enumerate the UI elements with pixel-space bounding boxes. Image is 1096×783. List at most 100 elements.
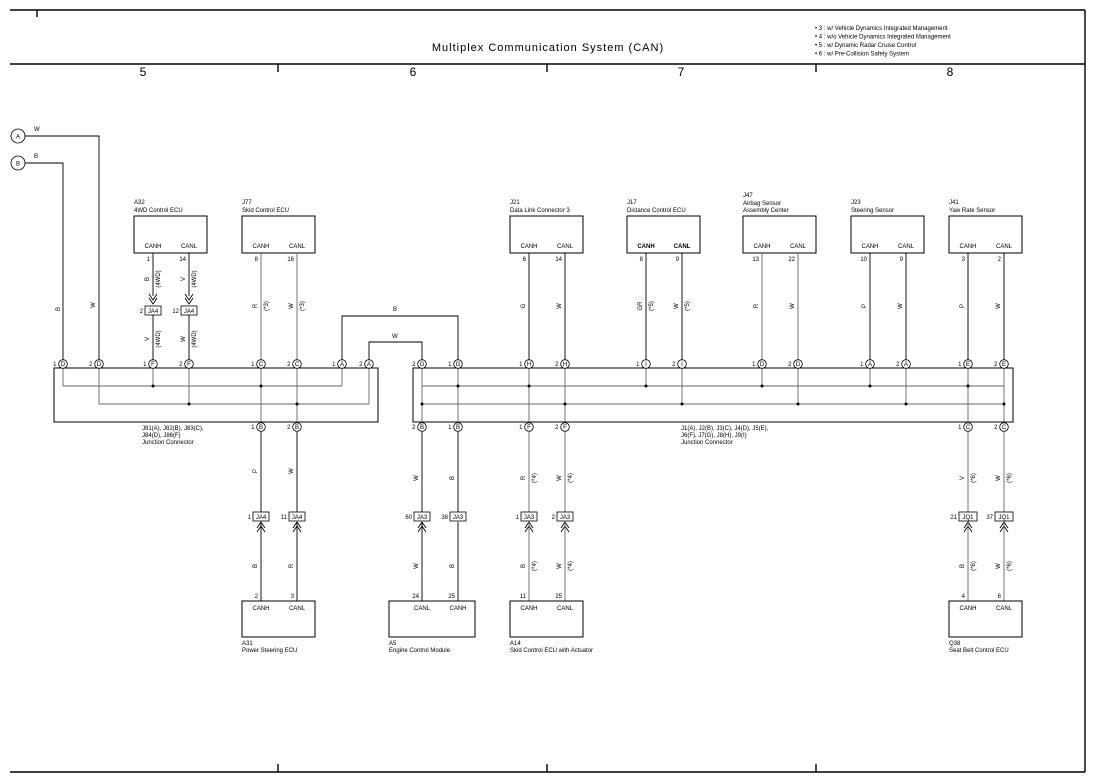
cross-wire-b: B bbox=[341, 307, 459, 364]
ecu-a31-power-steering: P W JA4 JA4 1 11 B R 2 3 CANH CANL A31 P… bbox=[241, 432, 316, 654]
junction-pin-number: 1 bbox=[958, 362, 962, 368]
pin-number: 10 bbox=[860, 257, 867, 263]
pin-number: 1 bbox=[147, 257, 151, 263]
ecu-code: A14 bbox=[510, 641, 521, 647]
variant-mark: (*4) bbox=[532, 473, 538, 483]
junction-pin-circle bbox=[94, 359, 104, 369]
wire-color-label: B bbox=[34, 154, 38, 160]
wire-color-label: P bbox=[960, 304, 966, 308]
inline-connector-tag: JA4 bbox=[184, 309, 195, 315]
ecu-code: J17 bbox=[627, 200, 637, 206]
inline-connector-tag: JA4 bbox=[256, 515, 267, 521]
ecu-a5-engine-control: W B JA3 JA3 60 38 W B 24 25 CANL CANH A5… bbox=[388, 432, 476, 654]
junction-pin-circle bbox=[184, 359, 194, 369]
pin-number: 6 bbox=[523, 257, 527, 263]
junction-pin-circle bbox=[417, 422, 427, 432]
ecu-code: J77 bbox=[242, 200, 252, 206]
junction-pin-circle bbox=[58, 359, 68, 369]
pin-name: CANL bbox=[898, 244, 915, 250]
junction-pin-circle bbox=[453, 359, 463, 369]
zone-8: 8 bbox=[947, 65, 954, 79]
variant-mark: (*4) bbox=[568, 473, 574, 483]
junction-pin-letter: B bbox=[259, 425, 263, 431]
junction-pin-top-12: I1 bbox=[636, 359, 651, 369]
junction-pin-circle bbox=[641, 359, 651, 369]
pin-name: CANL bbox=[557, 606, 574, 612]
pin-name: CANH bbox=[637, 244, 654, 250]
junction-pin-letter: I bbox=[681, 362, 683, 368]
junction-pin-top-17: A2 bbox=[896, 359, 911, 369]
wire-color-label: R bbox=[521, 475, 527, 480]
wire-color-label: W bbox=[181, 336, 187, 342]
pin-number: 14 bbox=[179, 257, 186, 263]
ecu-name: Engine Control Module bbox=[389, 648, 451, 654]
note-3: • 3 : w/ Vehicle Dynamics Integrated Man… bbox=[815, 26, 948, 32]
pin-number: 24 bbox=[412, 594, 419, 600]
junction-pin-letter: F bbox=[187, 362, 191, 368]
variant-mark: (*6) bbox=[971, 473, 977, 483]
pin-number: 21 bbox=[950, 515, 957, 521]
junction-pin-letter: A bbox=[904, 362, 908, 368]
wire-color-label: R bbox=[253, 303, 259, 308]
junction-pin-letter: D bbox=[61, 362, 66, 368]
wire-color-label: R bbox=[289, 563, 295, 568]
junction-pin-number: 1 bbox=[143, 362, 147, 368]
junction-pin-letter: F bbox=[527, 425, 531, 431]
wire-color-label: W bbox=[557, 475, 563, 481]
junction-pin-circle bbox=[364, 359, 374, 369]
note-4: • 4 : w/o Vehicle Dynamics Integrated Ma… bbox=[815, 35, 951, 41]
wire-color-label: W bbox=[392, 334, 398, 340]
junction-pin-top-3: F2 bbox=[179, 359, 194, 369]
junction-pin-top-9: G1 bbox=[448, 359, 463, 369]
ecu-name: Skid Control ECU bbox=[242, 208, 289, 214]
junction-pin-letter: C bbox=[295, 362, 300, 368]
ecu-code: J23 bbox=[851, 200, 861, 206]
ecu-name: Yaw Rate Sensor bbox=[949, 208, 995, 214]
wire-color-label: B bbox=[960, 564, 966, 568]
junction-pin-top-1: D2 bbox=[89, 359, 104, 369]
variant-mark: (*6) bbox=[1007, 473, 1013, 483]
variant-mark: (4WD) bbox=[192, 270, 198, 287]
junction-pin-circle bbox=[999, 359, 1009, 369]
variant-mark: (*3) bbox=[264, 301, 270, 311]
wire-color-label: W bbox=[289, 303, 295, 309]
zone-7: 7 bbox=[678, 65, 685, 79]
junction-pin-bottom-7: C2 bbox=[994, 422, 1009, 432]
pin-name: CANH bbox=[520, 606, 537, 612]
zone-numbers: 5 6 7 8 bbox=[140, 65, 954, 79]
junction-pin-bottom-6: C1 bbox=[958, 422, 973, 432]
junction-pin-letter: B bbox=[295, 425, 299, 431]
wire-color-label: W bbox=[996, 303, 1002, 309]
diagram-frame bbox=[10, 9, 1086, 773]
junction-pin-top-6: A1 bbox=[332, 359, 347, 369]
pin-number: 2 bbox=[255, 594, 259, 600]
pin-name: CANL bbox=[557, 244, 574, 250]
pin-name: CANL bbox=[674, 244, 691, 250]
ecu-name: Data Link Connector 3 bbox=[510, 208, 570, 214]
wire-color-label: W bbox=[996, 475, 1002, 481]
inline-connector-tag: JA3 bbox=[453, 515, 464, 521]
pin-number: 37 bbox=[986, 515, 993, 521]
pin-name: CANH bbox=[753, 244, 770, 250]
ecu-code: J21 bbox=[510, 200, 520, 206]
wire-color-label: W bbox=[557, 303, 563, 309]
variant-mark: (*6) bbox=[971, 561, 977, 571]
variant-notes: • 3 : w/ Vehicle Dynamics Integrated Man… bbox=[815, 26, 951, 58]
wire-color-label: P bbox=[862, 304, 868, 308]
ecu-code: Q38 bbox=[949, 641, 961, 647]
pin-number: 25 bbox=[555, 594, 562, 600]
pin-number: 12 bbox=[172, 309, 179, 315]
junction-pin-top-11: H2 bbox=[555, 359, 570, 369]
junction-pin-bottom-3: B1 bbox=[448, 422, 463, 432]
junction-pin-number: 2 bbox=[555, 362, 559, 368]
svg-text:B: B bbox=[16, 162, 20, 168]
junction-pin-circle bbox=[148, 359, 158, 369]
junction-pin-letter: A bbox=[868, 362, 872, 368]
inline-connector-tag: JQ1 bbox=[998, 515, 1010, 521]
junction-pin-number: 1 bbox=[636, 362, 640, 368]
wire-color-label: W bbox=[414, 475, 420, 481]
pin-number: 25 bbox=[448, 594, 455, 600]
wire-color-label: W bbox=[414, 563, 420, 569]
variant-mark: (*4) bbox=[532, 561, 538, 571]
junction-pin-circle bbox=[999, 422, 1009, 432]
